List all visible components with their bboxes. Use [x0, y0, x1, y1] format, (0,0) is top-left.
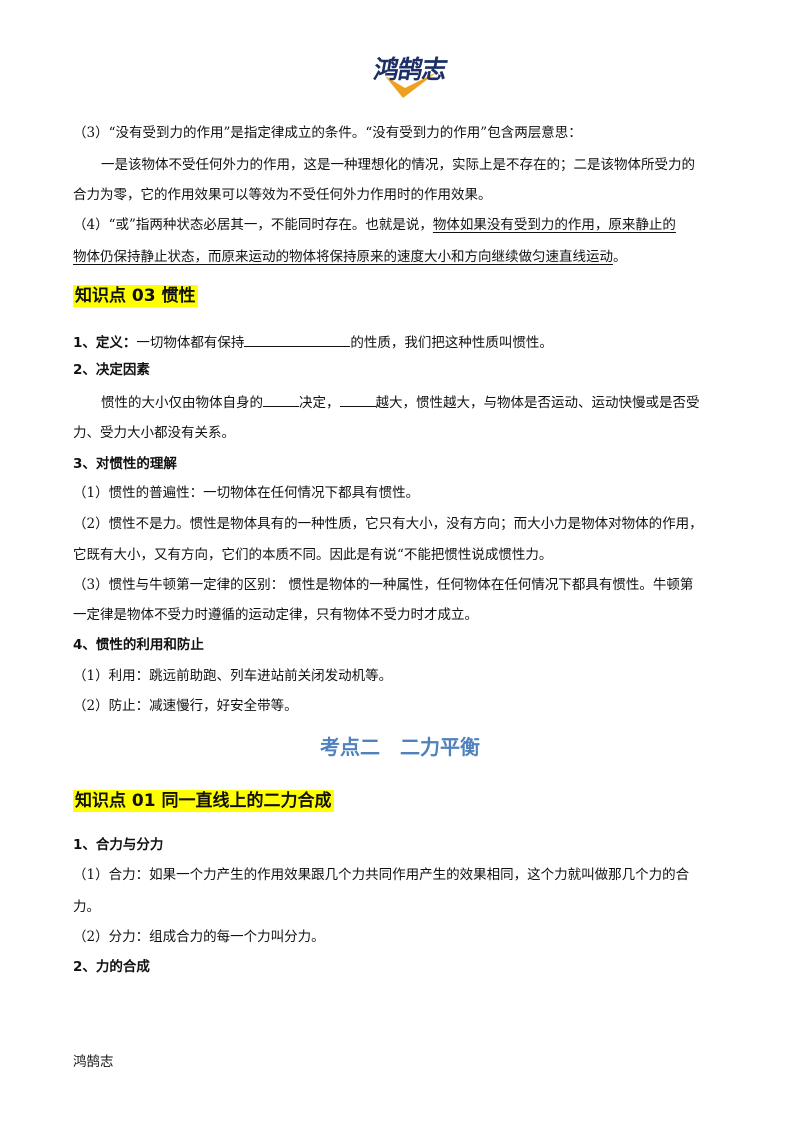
- factors-text-b: 决定，: [299, 395, 340, 411]
- factors-text-a: 惯性的大小仅由物体自身的: [101, 395, 263, 411]
- factors-line-2: 力、受力大小都没有关系。: [73, 425, 235, 441]
- definition-line: 1、定义：一切物体都有保持 的性质，我们把这种性质叫惯性。: [73, 332, 733, 352]
- understanding-3-line-1: （3）惯性与牛顿第一定律的区别： 惯性是物体的一种属性，任何物体在任何情况下都具…: [73, 577, 694, 593]
- paragraph-4-line-2: 物体仍保持静止状态，而原来运动的物体将保持原来的速度大小和方向继续做匀速直线运动…: [73, 248, 733, 266]
- understanding-3-line-2: 一定律是物体不受力时遵循的运动定律，只有物体不受力时才成立。: [73, 607, 478, 623]
- understanding-2-line-1: （2）惯性不是力。惯性是物体具有的一种性质，它只有大小，没有方向；而大小力是物体…: [73, 516, 703, 532]
- resultant-1-line-1: （1）合力：如果一个力产生的作用效果跟几个力共同作用产生的效果相同，这个力就叫做…: [73, 867, 690, 883]
- resultant-2: （2）分力：组成合力的每一个力叫分力。: [73, 929, 325, 945]
- paragraph-4-prefix: （4）“或”指两种状态必居其一，不能同时存在。也就是说，: [73, 217, 433, 233]
- logo-check-icon: [385, 72, 437, 98]
- composition-label: 2、力的合成: [73, 959, 150, 975]
- paragraph-4-suffix: 。: [613, 249, 627, 265]
- factors-text-c: 越大，惯性越大，与物体是否运动、运动快慢或是否受: [375, 395, 700, 411]
- paragraph-3: （3）“没有受到力的作用”是指定律成立的条件。“没有受到力的作用”包含两层意思：: [73, 125, 582, 141]
- fill-blank-2[interactable]: [263, 392, 299, 407]
- resultant-1-line-2: 力。: [73, 899, 100, 915]
- factors-label: 2、决定因素: [73, 362, 150, 378]
- heading-kp03: 知识点 03 惯性: [73, 285, 198, 307]
- paragraph-4-underlined-1: 物体如果没有受到力的作用，原来静止的: [432, 217, 676, 233]
- section-title-2: 考点二 二力平衡: [320, 735, 480, 759]
- usage-2: （2）防止：减速慢行，好安全带等。: [73, 698, 298, 714]
- page-footer: 鸿鹄志: [73, 1054, 114, 1070]
- logo-text: 鸿鹄志: [371, 55, 449, 84]
- understanding-2-line-2: 它既有大小，又有方向，它们的本质不同。因此是有说“不能把惯性说成惯性力。: [73, 547, 553, 563]
- fill-blank-3[interactable]: [339, 392, 376, 407]
- heading-kp01: 知识点 01 同一直线上的二力合成: [73, 790, 334, 812]
- usage-1: （1）利用：跳远前助跑、列车进站前关闭发动机等。: [73, 668, 393, 684]
- definition-text-before: 一切物体都有保持: [136, 335, 245, 351]
- paragraph-4-line-1: （4）“或”指两种状态必居其一，不能同时存在。也就是说，物体如果没有受到力的作用…: [73, 216, 733, 234]
- paragraph-3-detail-2: 合力为零，它的作用效果可以等效为不受任何外力作用时的作用效果。: [73, 187, 492, 203]
- understanding-label: 3、对惯性的理解: [73, 456, 177, 472]
- paragraph-3-detail-1: 一是该物体不受任何外力的作用，这是一种理想化的情况，实际上是不存在的；二是该物体…: [101, 157, 695, 173]
- definition-label: 1、定义：: [73, 335, 137, 351]
- brand-logo: 鸿鹄志: [355, 55, 465, 102]
- understanding-1: （1）惯性的普遍性：一切物体在任何情况下都具有惯性。: [73, 485, 420, 501]
- usage-label: 4、惯性的利用和防止: [73, 637, 204, 653]
- fill-blank-1[interactable]: [244, 332, 351, 347]
- definition-text-after: 的性质，我们把这种性质叫惯性。: [350, 335, 553, 351]
- resultant-label: 1、合力与分力: [73, 837, 164, 853]
- paragraph-4-underlined-2: 物体仍保持静止状态，而原来运动的物体将保持原来的速度大小和方向继续做匀速直线运动: [73, 249, 613, 265]
- factors-line-1: 惯性的大小仅由物体自身的 决定， 越大，惯性越大，与物体是否运动、运动快慢或是否受: [101, 392, 761, 412]
